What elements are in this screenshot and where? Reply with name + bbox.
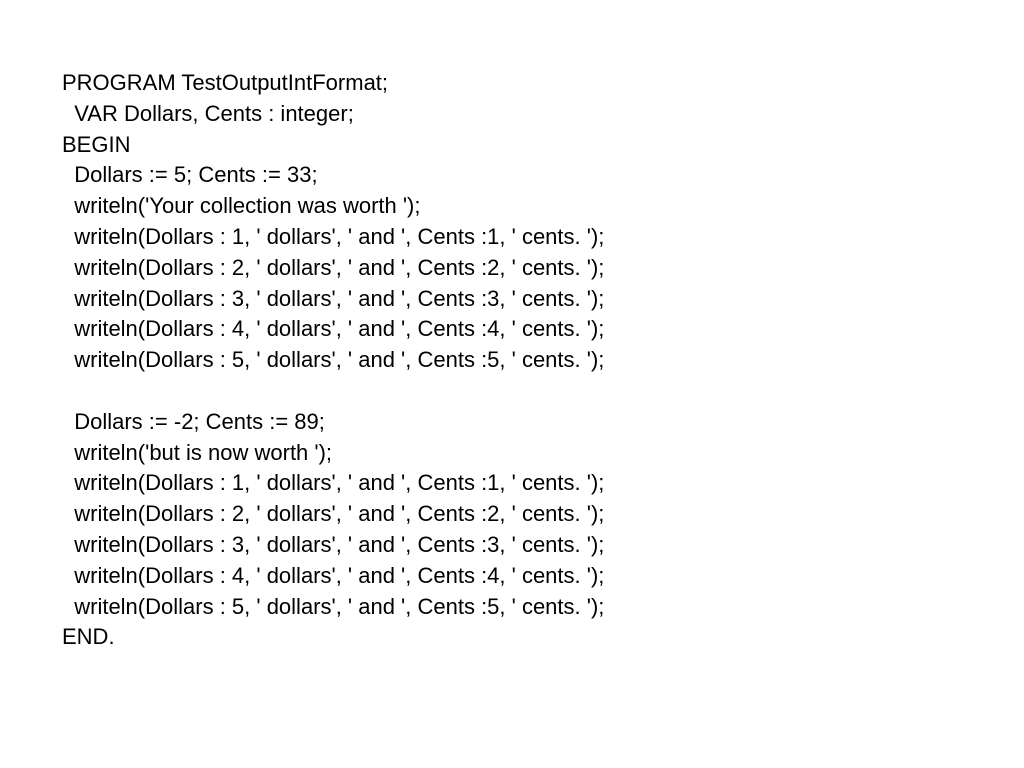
code-line: writeln(Dollars : 4, ' dollars', ' and '… — [62, 316, 605, 342]
code-line: Dollars := 5; Cents := 33; — [62, 162, 318, 188]
code-line: VAR Dollars, Cents : integer; — [62, 100, 354, 126]
code-line: writeln('but is now worth '); — [62, 439, 333, 465]
code-line: writeln(Dollars : 4, ' dollars', ' and '… — [62, 562, 605, 588]
code-line: PROGRAM TestOutputIntFormat; — [62, 70, 389, 95]
code-line: writeln(Dollars : 1, ' dollars', ' and '… — [62, 223, 605, 249]
code-line: writeln(Dollars : 3, ' dollars', ' and '… — [62, 531, 605, 557]
code-line: writeln(Dollars : 2, ' dollars', ' and '… — [62, 501, 605, 527]
code-line: Dollars := -2; Cents := 89; — [62, 408, 325, 434]
code-listing: PROGRAM TestOutputIntFormat; VAR Dollars… — [62, 68, 962, 653]
code-line: BEGIN — [62, 131, 131, 157]
code-line: writeln('Your collection was worth '); — [62, 193, 421, 219]
code-line: writeln(Dollars : 1, ' dollars', ' and '… — [62, 470, 605, 496]
code-line: writeln(Dollars : 5, ' dollars', ' and '… — [62, 347, 605, 373]
code-line: writeln(Dollars : 5, ' dollars', ' and '… — [62, 593, 605, 619]
code-line-blank — [62, 376, 962, 407]
code-line: writeln(Dollars : 3, ' dollars', ' and '… — [62, 285, 605, 311]
code-line: END. — [62, 624, 115, 650]
code-line: writeln(Dollars : 2, ' dollars', ' and '… — [62, 254, 605, 280]
